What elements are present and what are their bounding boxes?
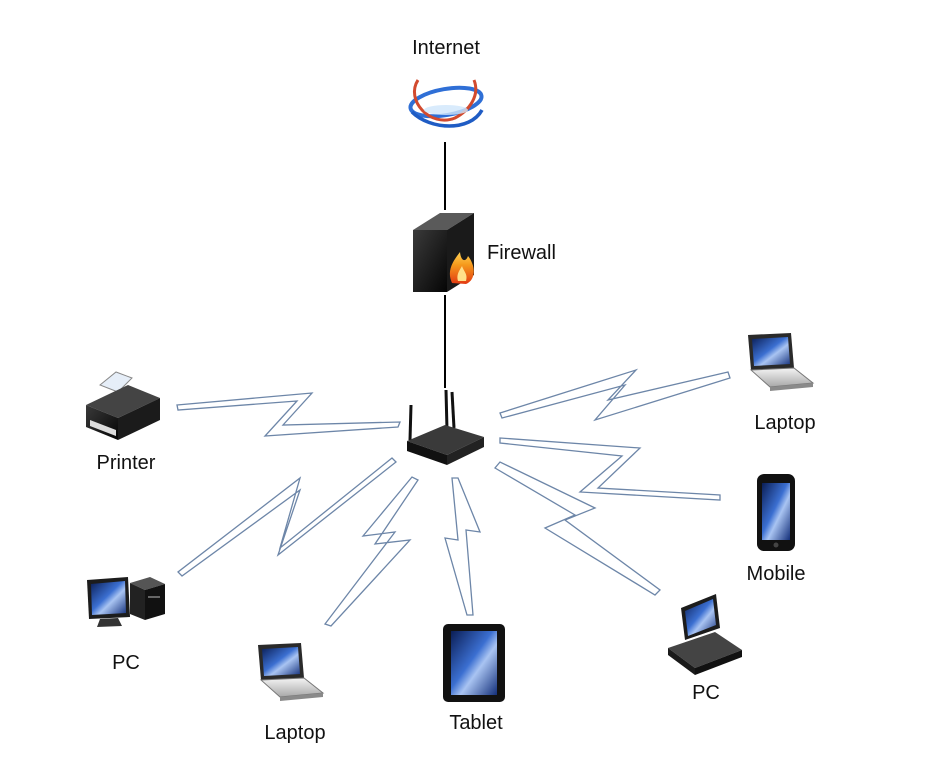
label-laptop-right: Laptop bbox=[754, 412, 815, 434]
wireless-router-icon bbox=[407, 389, 484, 465]
label-pc-left: PC bbox=[112, 652, 140, 674]
wireless-link-pc-right bbox=[494, 461, 661, 596]
label-printer: Printer bbox=[97, 452, 156, 474]
firewall-icon bbox=[413, 213, 474, 292]
label-laptop-bottom: Laptop bbox=[264, 722, 325, 744]
laptop-icon-right bbox=[748, 333, 815, 391]
wireless-link-tablet bbox=[444, 477, 482, 616]
wireless-link-laptop-bottom bbox=[323, 476, 419, 627]
mobile-phone-icon bbox=[757, 474, 795, 551]
wireless-link-mobile bbox=[499, 437, 721, 501]
label-internet: Internet bbox=[412, 37, 480, 59]
label-tablet: Tablet bbox=[449, 712, 503, 734]
laptop-icon-bottom bbox=[258, 643, 325, 701]
wireless-links bbox=[176, 368, 731, 627]
label-mobile: Mobile bbox=[747, 563, 806, 585]
wireless-link-printer bbox=[176, 392, 401, 437]
label-firewall: Firewall bbox=[487, 242, 556, 264]
label-pc-right: PC bbox=[692, 682, 720, 704]
internet-globe-icon bbox=[408, 79, 484, 128]
desktop-pc-icon-left bbox=[87, 577, 165, 627]
wireless-link-laptop-right bbox=[499, 368, 731, 422]
desktop-pc-icon-right bbox=[668, 594, 742, 675]
wireless-link-pc-left bbox=[177, 457, 397, 577]
printer-icon bbox=[86, 371, 160, 440]
tablet-icon bbox=[443, 624, 505, 702]
